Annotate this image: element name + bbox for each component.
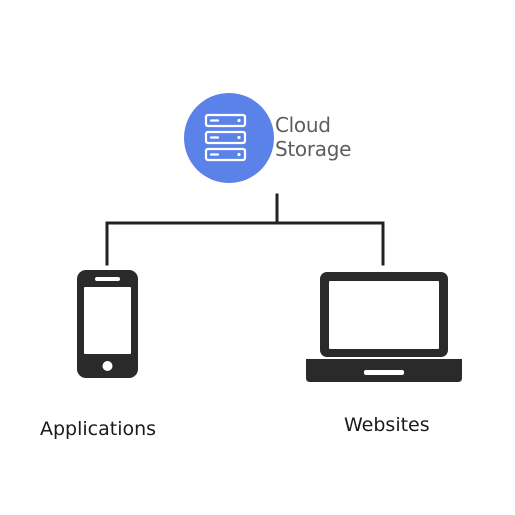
connector-lines: [105, 193, 385, 266]
smartphone-icon: [77, 270, 138, 378]
cloud-storage-node: [184, 93, 274, 183]
server-stack-icon: [204, 113, 247, 162]
cloud-label-line-1: Cloud: [275, 113, 331, 137]
cloud-storage-label: Cloud Storage: [275, 113, 395, 161]
applications-label: Applications: [40, 418, 157, 440]
cloud-storage-circle: [184, 93, 274, 183]
websites-label: Websites: [344, 414, 430, 436]
laptop-icon: [306, 272, 462, 382]
cloud-label-line-2: Storage: [275, 137, 352, 161]
